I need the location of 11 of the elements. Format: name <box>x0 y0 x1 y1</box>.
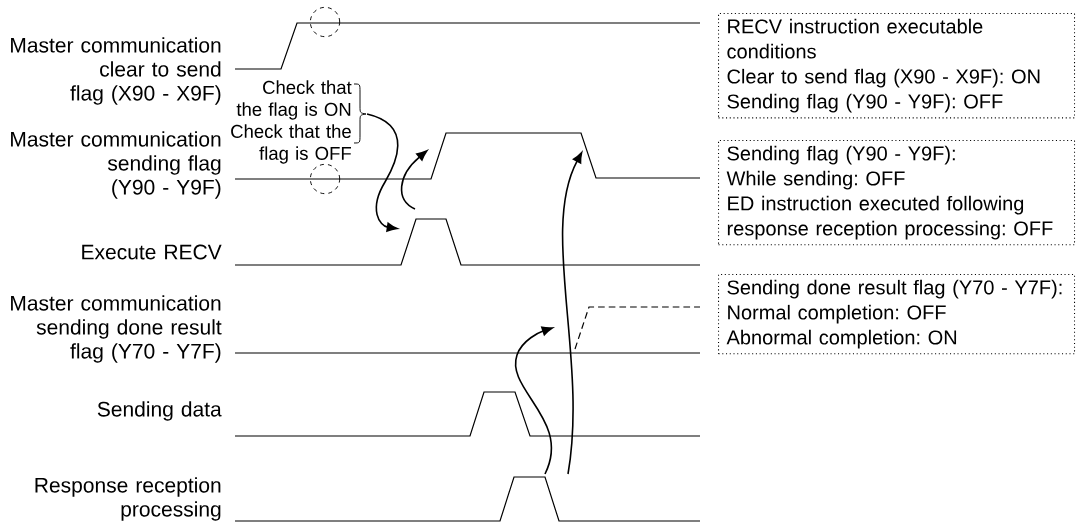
signal-label: Sending data <box>97 401 222 421</box>
signal-label: Master communication sending done result flag (Y70 - Y7F) <box>11 295 222 363</box>
signal-label: Execute RECV <box>82 244 222 260</box>
signal-label: Master communication clear to send flag (X90 - X9F) <box>11 37 221 105</box>
note-box: Sending flag (Y90 - Y9F): While sending: OFF ED instruction executed following response reception processing: OFF <box>718 140 1076 246</box>
signal-label: Master communication sending flag (Y90 - Y9F) <box>11 131 221 199</box>
check-note: Check that the flag is ON <box>236 80 352 120</box>
note-box: Sending done result flag (Y70 - Y7F): Normal completion: OFF Abnormal completion: ON <box>718 274 1076 355</box>
check-note: Check that the flag is OFF <box>231 124 351 164</box>
signal-label: Response reception processing <box>35 477 221 521</box>
note-box: RECV instruction executable conditions Clear to send flag (X90 - X9F): ON Sending flag (Y90 - Y9F): OFF <box>718 13 1076 119</box>
